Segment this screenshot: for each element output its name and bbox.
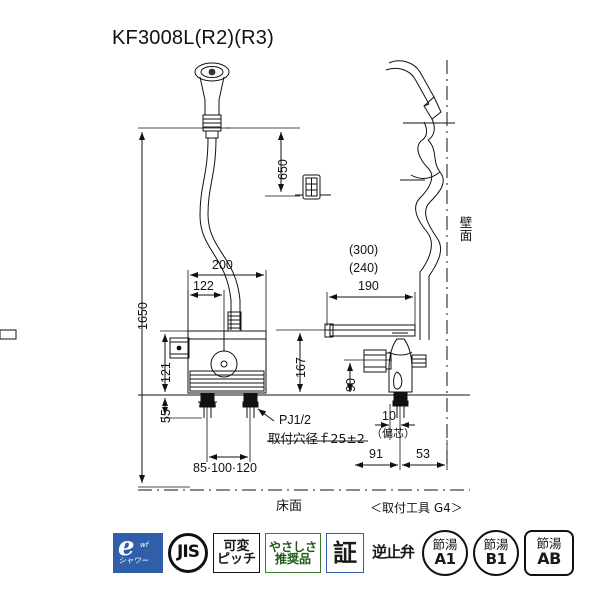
mounting-legs-front xyxy=(198,392,259,418)
dim-label-122: 122 xyxy=(193,279,214,293)
badge-yasashisa-line1: やさしさ xyxy=(269,539,318,554)
label-tool: ＜取付工具 G4＞ xyxy=(370,501,463,515)
note-eccentric: （偏芯） xyxy=(371,428,415,440)
badge-check-valve: 逆止弁 xyxy=(369,533,417,573)
shower-hanger-bracket xyxy=(295,174,331,200)
certification-badge-row: e wf シャワー JIS 可変 ピッチ やさしさ 推奨品 証 逆止弁 節湯 A… xyxy=(113,530,575,576)
badge-setsuyu-a1: 節湯 A1 xyxy=(422,530,469,576)
badge-e-shower: e wf シャワー xyxy=(113,533,163,573)
dim-label-121: 121 xyxy=(159,362,173,383)
dim-label-300: (300) xyxy=(349,243,379,257)
badge-jis: JIS xyxy=(168,533,208,573)
badge-setsuyu-b1-line2: B1 xyxy=(485,549,507,568)
badge-yasashisa-line2: 推奨品 xyxy=(275,552,312,566)
faucet-body-front xyxy=(169,311,267,418)
badge-setsuyu-ab: 節湯 AB xyxy=(524,530,575,576)
label-wall: 壁面 xyxy=(459,215,473,243)
dim-label-200: 200 xyxy=(212,258,233,272)
page-title: KF3008L(R2)(R3) xyxy=(112,27,274,49)
badge-jis-label: JIS xyxy=(177,542,200,563)
dim-label-91: 91 xyxy=(369,447,383,461)
badge-setsuyu-a1-line1: 節湯 xyxy=(432,536,458,552)
dim-label-90: 90 xyxy=(344,378,358,392)
badge-yasashisa: やさしさ 推奨品 xyxy=(265,533,322,573)
badge-setsuyu-a1-line2: A1 xyxy=(434,549,457,568)
shower-head-side xyxy=(385,60,444,340)
badge-variable-pitch: 可変 ピッチ xyxy=(213,533,261,573)
badge-setsuyu-ab-line1: 節湯 xyxy=(536,536,562,552)
badge-shower-text: シャワー xyxy=(118,556,151,565)
dim-label-leg-spacing: 85·100·120 xyxy=(193,461,257,475)
badge-setsuyu-b1: 節湯 B1 xyxy=(473,530,520,576)
note-thread: PJ1/2 xyxy=(279,413,311,427)
dim-label-167: 167 xyxy=(294,357,308,378)
dim-label-190: 190 xyxy=(358,279,379,293)
badge-variable-pitch-line1: 可変 xyxy=(223,538,250,554)
dim-label-650: 650 xyxy=(276,159,290,180)
dim-label-53: 53 xyxy=(416,447,430,461)
badge-e-letter: e xyxy=(118,533,135,562)
dim-label-10: 10 xyxy=(382,409,396,423)
label-floor: 床面 xyxy=(276,499,303,514)
dim-label-1650: 1650 xyxy=(136,302,150,330)
badge-wf-letter: wf xyxy=(140,541,149,549)
badge-setsuyu-ab-line2: AB xyxy=(537,549,561,569)
badge-akashi: 証 xyxy=(326,533,365,573)
note-hole-diameter: 取付穴径ｆ25±2 xyxy=(268,431,365,446)
badge-variable-pitch-line2: ピッチ xyxy=(217,552,257,567)
badge-check-valve-label: 逆止弁 xyxy=(372,543,415,562)
badge-setsuyu-b1-line1: 節湯 xyxy=(483,536,509,552)
leader-pj xyxy=(257,408,275,422)
dim-label-240: (240) xyxy=(349,261,379,275)
dim-label-55: 55 xyxy=(159,409,173,423)
badge-akashi-label: 証 xyxy=(333,539,358,567)
faucet-body-side xyxy=(0,323,427,418)
